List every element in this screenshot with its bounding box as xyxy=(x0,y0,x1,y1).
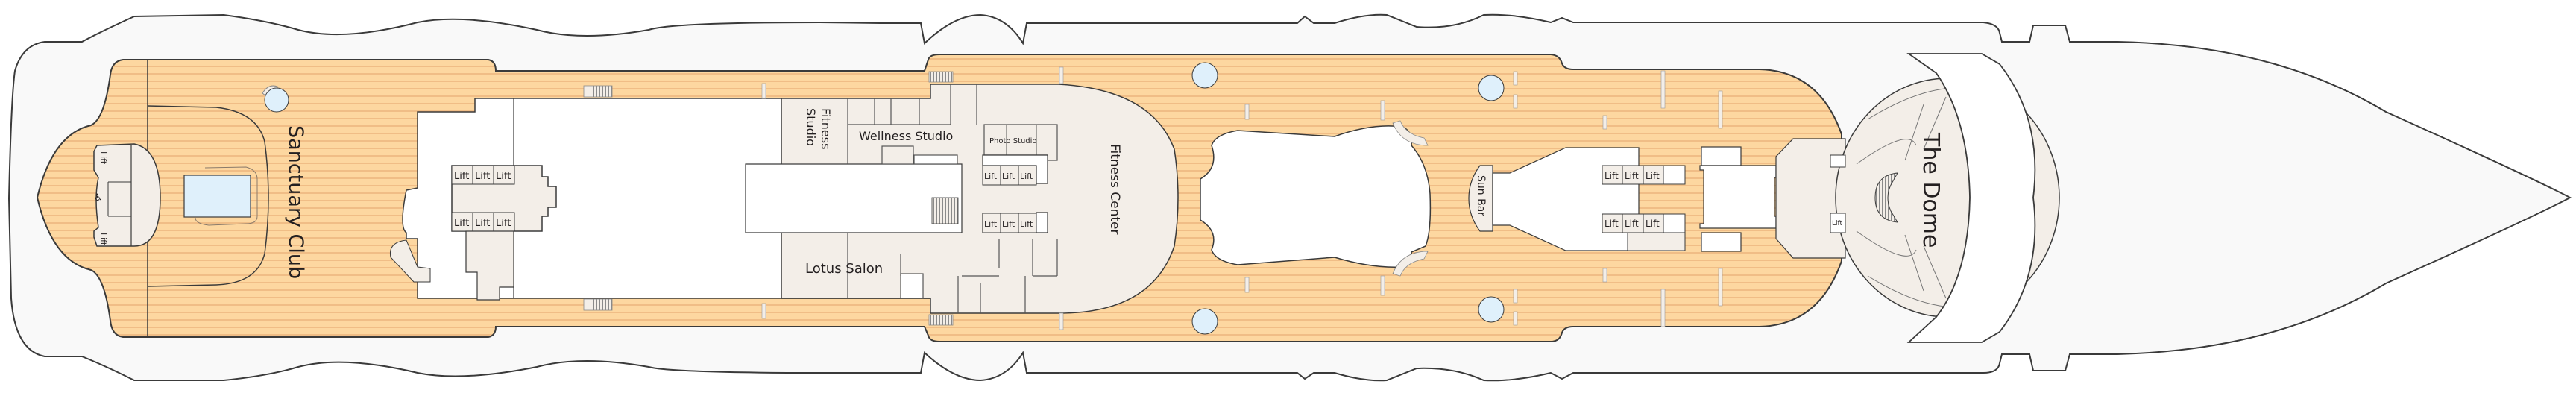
venue-label-the-dome: The Dome xyxy=(1918,132,1944,248)
forward-stair-core xyxy=(1699,146,1777,252)
lift-label: Lift xyxy=(496,171,511,182)
lift-label: Lift xyxy=(1020,219,1033,229)
staircase-icon xyxy=(583,85,613,98)
whirlpool-icon xyxy=(262,85,289,113)
lift-label: Lift xyxy=(98,233,108,246)
pool-icon xyxy=(183,175,251,218)
lift-label: Lift xyxy=(1625,171,1639,181)
lift-label: Lift xyxy=(454,218,469,229)
venue-label-photo-studio: Photo Studio xyxy=(989,137,1037,145)
accessible-icon: ♿ xyxy=(94,192,103,204)
lift-label: Lift xyxy=(1646,171,1660,181)
stern-lift-lobby: Lift Lift ♿ xyxy=(93,143,161,247)
hot-tub xyxy=(389,239,431,283)
whirlpool-icon xyxy=(1191,62,1505,335)
venue-label-fitness-center: Fitness Center xyxy=(1107,144,1122,235)
lift-label: Lift xyxy=(1605,171,1619,181)
lift-label: Lift xyxy=(98,151,108,165)
dome-lobby xyxy=(1775,138,1846,259)
staircase-icon xyxy=(1392,251,1429,277)
lounger-markers xyxy=(761,66,1723,330)
venue-label-fitness-studio-line1: Fitness xyxy=(819,108,833,149)
staircase-icon xyxy=(1392,120,1429,146)
sun-bar-counter xyxy=(1468,165,1493,232)
lift-label: Lift xyxy=(1002,219,1015,229)
lift-label: Lift xyxy=(1646,219,1660,229)
main-pool-void xyxy=(1200,125,1432,268)
venue-label-sanctuary-club: Sanctuary Club xyxy=(284,125,307,279)
lift-label: Lift xyxy=(475,218,490,229)
spa-stairs xyxy=(931,197,959,224)
spa-partitions xyxy=(847,84,1058,313)
staircase-icon xyxy=(583,298,613,311)
venue-label-wellness-studio: Wellness Studio xyxy=(859,129,953,143)
lift-label: Lift xyxy=(984,172,998,181)
aft-lift-lobby: Lift Lift Lift Lift Lift Lift xyxy=(451,165,557,301)
bow-void xyxy=(1906,53,2036,343)
forward-lift-bank: Lift Lift Lift Lift Lift Lift xyxy=(1602,165,1686,251)
sanctuary-pool xyxy=(183,166,258,226)
spa-void xyxy=(745,163,963,233)
lift-label: Lift xyxy=(1625,219,1639,229)
venue-label-sun-bar: Sun Bar xyxy=(1475,175,1487,216)
venue-label-lotus-salon: Lotus Salon xyxy=(805,261,883,277)
staircase-icon xyxy=(928,71,954,83)
sanctuary-lounge-area xyxy=(147,105,269,287)
staircase-icon xyxy=(928,314,954,326)
lift-label: Lift xyxy=(454,171,469,182)
spa-lift-bank: Lift Lift Lift Lift Lift Lift xyxy=(982,154,1048,233)
lift-label: Lift xyxy=(984,219,998,229)
venue-label-fitness-studio-line2: Studio xyxy=(804,108,818,146)
lift-label: Lift xyxy=(1605,219,1619,229)
lift-label: Lift xyxy=(1832,220,1843,227)
lift-label: Lift xyxy=(475,171,490,182)
lift-label: Lift xyxy=(1020,172,1033,181)
lift-label: Lift xyxy=(1002,172,1015,181)
spa-fitness-area xyxy=(781,84,1179,314)
lift-label: Lift xyxy=(496,218,511,229)
staircase-icon xyxy=(1874,172,1898,223)
